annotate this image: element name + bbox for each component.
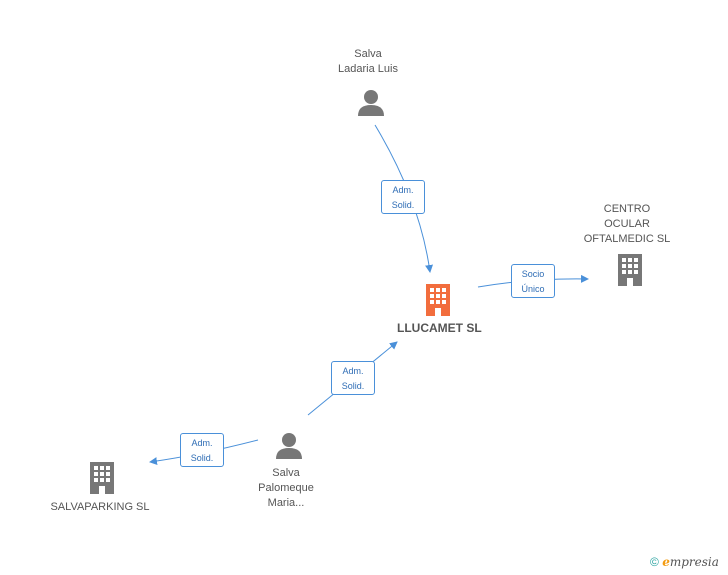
person-icon[interactable]	[274, 431, 304, 461]
company-label-centro-ocular: CENTRO OCULAR OFTALMEDIC SL	[583, 203, 671, 245]
main-company-label[interactable]: LLUCAMET SL	[397, 321, 482, 335]
edge-label-palomeque-llucamet[interactable]: Adm. Solid.	[331, 361, 375, 395]
edge-label-ladaria-llucamet[interactable]: Adm. Solid.	[381, 180, 425, 214]
person-label-salva-ladaria: Salva Ladaria Luis	[338, 48, 398, 75]
company-label-salvaparking: SALVAPARKING SL	[50, 501, 150, 513]
building-icon[interactable]	[86, 460, 118, 496]
person-label-salva-palomeque: Salva Palomeque Maria...	[258, 467, 314, 509]
edge-label-llucamet-centro[interactable]: Socio Único	[511, 264, 555, 298]
footer-brand: © empresia	[650, 555, 719, 569]
edge-label-palomeque-salvaparking[interactable]: Adm. Solid.	[180, 433, 224, 467]
copyright-icon: ©	[650, 555, 659, 569]
building-icon[interactable]	[614, 252, 646, 288]
person-icon[interactable]	[356, 88, 386, 118]
main-building-icon[interactable]	[422, 282, 454, 318]
brand-logo: empresia	[662, 555, 719, 569]
